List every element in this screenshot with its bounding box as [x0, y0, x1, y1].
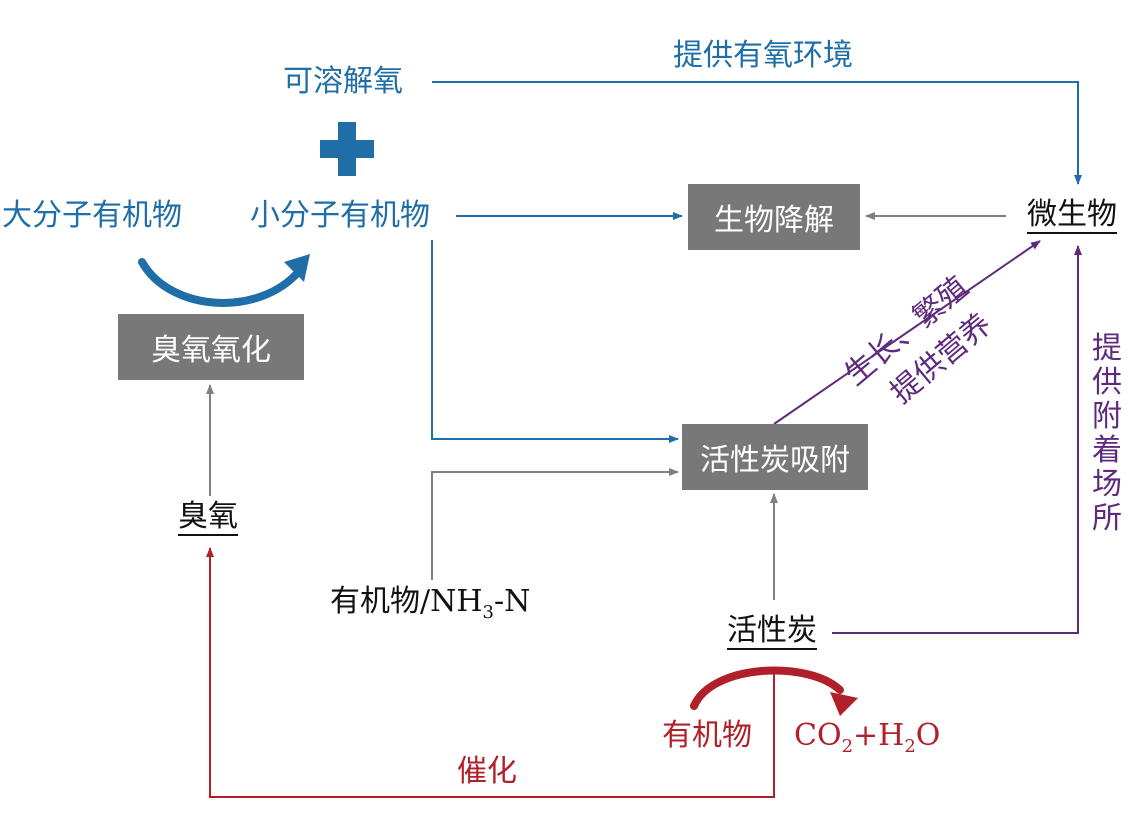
curved-arrow-head-blue — [284, 254, 310, 282]
attachment-char-3: 附 — [1092, 399, 1122, 434]
aerobic-environment-label: 提供有氧环境 — [673, 38, 853, 73]
curved-arrow-head-red — [830, 692, 858, 716]
attachment-char-4: 着 — [1092, 433, 1122, 468]
activated-carbon-label: 活性炭 — [727, 613, 817, 650]
arrow-carbon-to-microbes — [832, 245, 1082, 634]
macro-organics-label: 大分子有机物 — [2, 198, 182, 233]
catalysis-label: 催化 — [457, 754, 517, 789]
curved-arrow-organics-to-co2 — [690, 666, 844, 710]
h2o-subscript: 2 — [904, 736, 916, 757]
arrow-small-organics-to-adsorption — [431, 240, 679, 443]
arrow-oxygen-to-microbes — [432, 81, 1082, 185]
ozone-label: 臭氧 — [178, 499, 238, 536]
ozone-oxidation-box: 臭氧氧化 — [118, 314, 304, 380]
dissolved-oxygen-label: 可溶解氧 — [283, 64, 403, 99]
co2-part: CO — [794, 718, 842, 753]
attachment-char-6: 所 — [1092, 501, 1122, 536]
adsorption-box: 活性炭吸附 — [682, 424, 868, 490]
arrow-adsorption-to-microbes — [773, 240, 1041, 425]
biodegradation-box: 生物降解 — [688, 184, 860, 250]
organics-nh3n-prefix: 有机物/NH — [330, 584, 483, 619]
plus-sign-vertical — [338, 122, 356, 176]
small-organics-label: 小分子有机物 — [250, 198, 430, 233]
co2-subscript: 2 — [841, 736, 854, 757]
organics-label: 有机物 — [662, 718, 752, 753]
co2-h2o-label: CO2+H2O — [794, 718, 940, 765]
attachment-char-1: 提 — [1092, 331, 1122, 366]
curved-arrow-macro-to-small — [138, 258, 304, 307]
arrow-catalysis-to-ozone — [206, 547, 775, 798]
attachment-site-label: 提 供 附 着 场 所 — [1090, 332, 1124, 536]
organics-nh3n-subscript: 3 — [482, 602, 494, 623]
o-part: O — [915, 718, 941, 753]
organics-nh3n-suffix: -N — [493, 584, 531, 619]
h2o-part: +H — [853, 718, 905, 753]
attachment-char-5: 场 — [1092, 467, 1122, 502]
arrow-nh3n-to-adsorption — [431, 468, 679, 580]
attachment-char-2: 供 — [1092, 365, 1122, 400]
microorganisms-label: 微生物 — [1027, 197, 1117, 234]
organics-nh3n-label: 有机物/NH3-N — [330, 584, 530, 631]
